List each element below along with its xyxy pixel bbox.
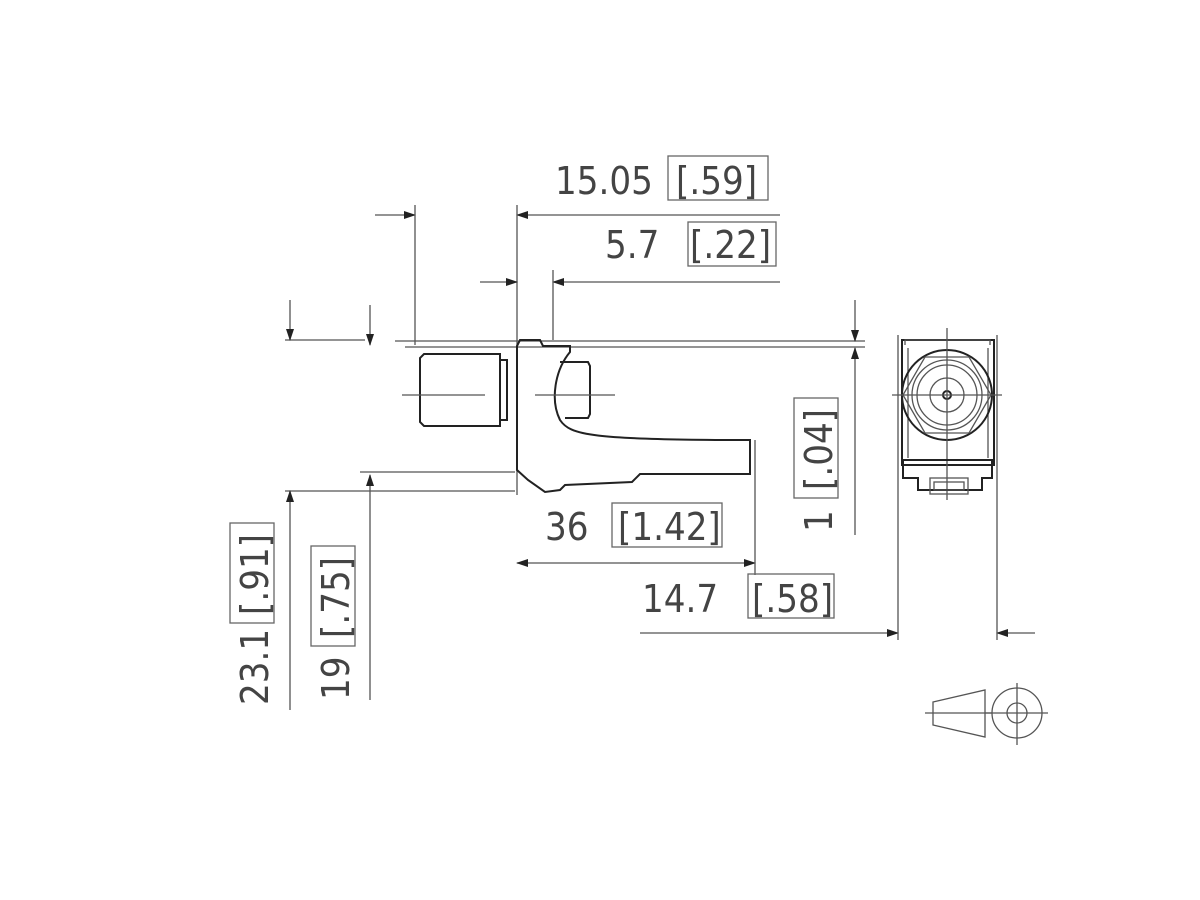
dimension-gap: 1 [.04] — [793, 300, 859, 535]
dimension-total-height: 23.1 [.91] — [229, 300, 515, 710]
dim-inch-value: [.59] — [676, 159, 757, 203]
dim-bracket-box — [229, 522, 275, 624]
dimension-overall-width: 15.05 [.59] — [375, 155, 780, 495]
dim-inch-value: [1.42] — [618, 505, 721, 549]
dim-value: 36 — [545, 505, 589, 549]
first-angle-projection-icon — [925, 683, 1048, 745]
dim-bracket-box — [310, 545, 356, 647]
dim-value: 15.05 — [555, 159, 653, 203]
dim-bracket-box — [793, 397, 839, 499]
dimension-lead-length: 36 [1.42] — [516, 440, 756, 575]
dim-inch-value: [.04] — [797, 409, 841, 490]
dimension-flange-offset: 5.7 [.22] — [480, 221, 780, 340]
dim-inch-value: [.58] — [752, 577, 833, 621]
dim-value: 1 — [797, 510, 841, 532]
dimension-body-height: 19 [.75] — [310, 305, 515, 701]
dimension-end-width: 14.7 [.58] — [640, 335, 1035, 640]
dim-bracket-box — [667, 155, 769, 201]
dim-bracket-box — [611, 502, 723, 548]
dim-bracket-box — [687, 221, 777, 267]
dim-value: 14.7 — [642, 577, 718, 621]
dim-inch-value: [.91] — [233, 534, 277, 615]
connector-end-view — [892, 328, 1002, 500]
dim-bracket-box — [747, 573, 835, 619]
dim-inch-value: [.75] — [314, 557, 358, 638]
connector-side-view — [402, 339, 751, 494]
dim-inch-value: [.22] — [690, 223, 771, 267]
dim-value: 19 — [314, 657, 358, 701]
dim-value: 5.7 — [605, 223, 659, 267]
dim-value: 23.1 — [233, 629, 277, 705]
